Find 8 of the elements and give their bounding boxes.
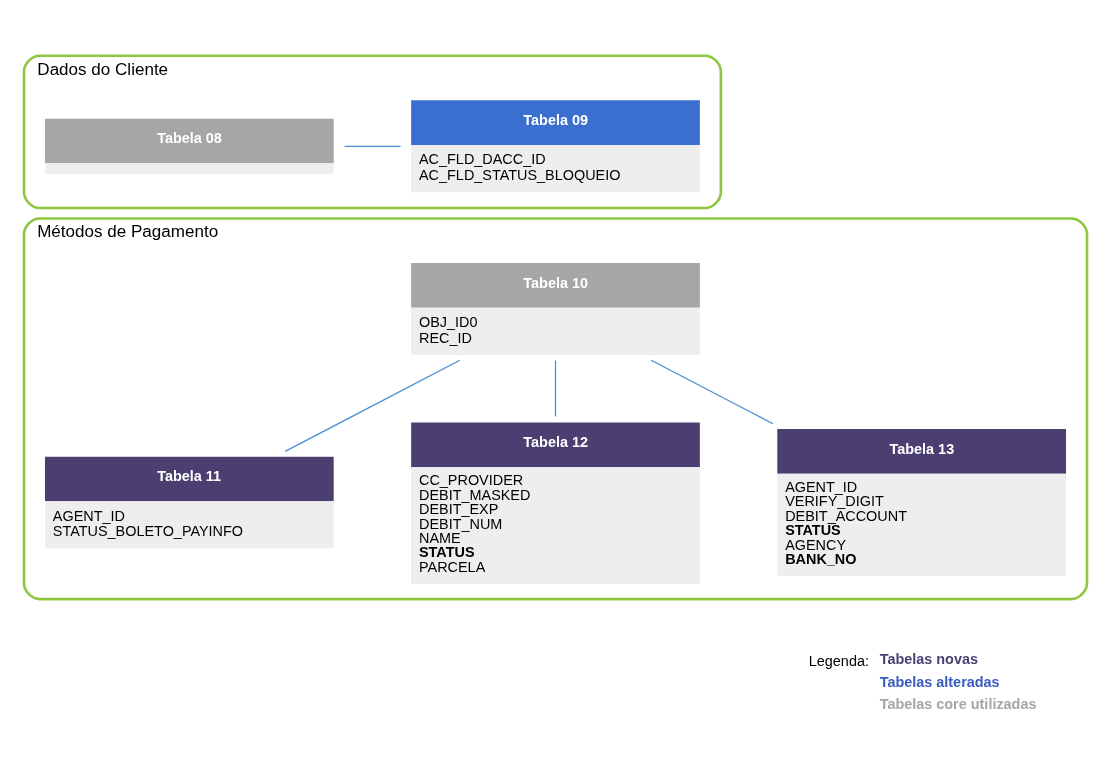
connector: [343, 145, 402, 147]
connector: [554, 359, 557, 418]
label: Legenda:: [808, 652, 869, 669]
connector: [284, 359, 461, 452]
legend-label: Tabelas alteradas: [879, 673, 1000, 690]
legend-label: Tabelas core utilizadas: [879, 696, 1037, 713]
connector: [650, 359, 774, 425]
legend-label: Tabelas novas: [879, 651, 978, 668]
